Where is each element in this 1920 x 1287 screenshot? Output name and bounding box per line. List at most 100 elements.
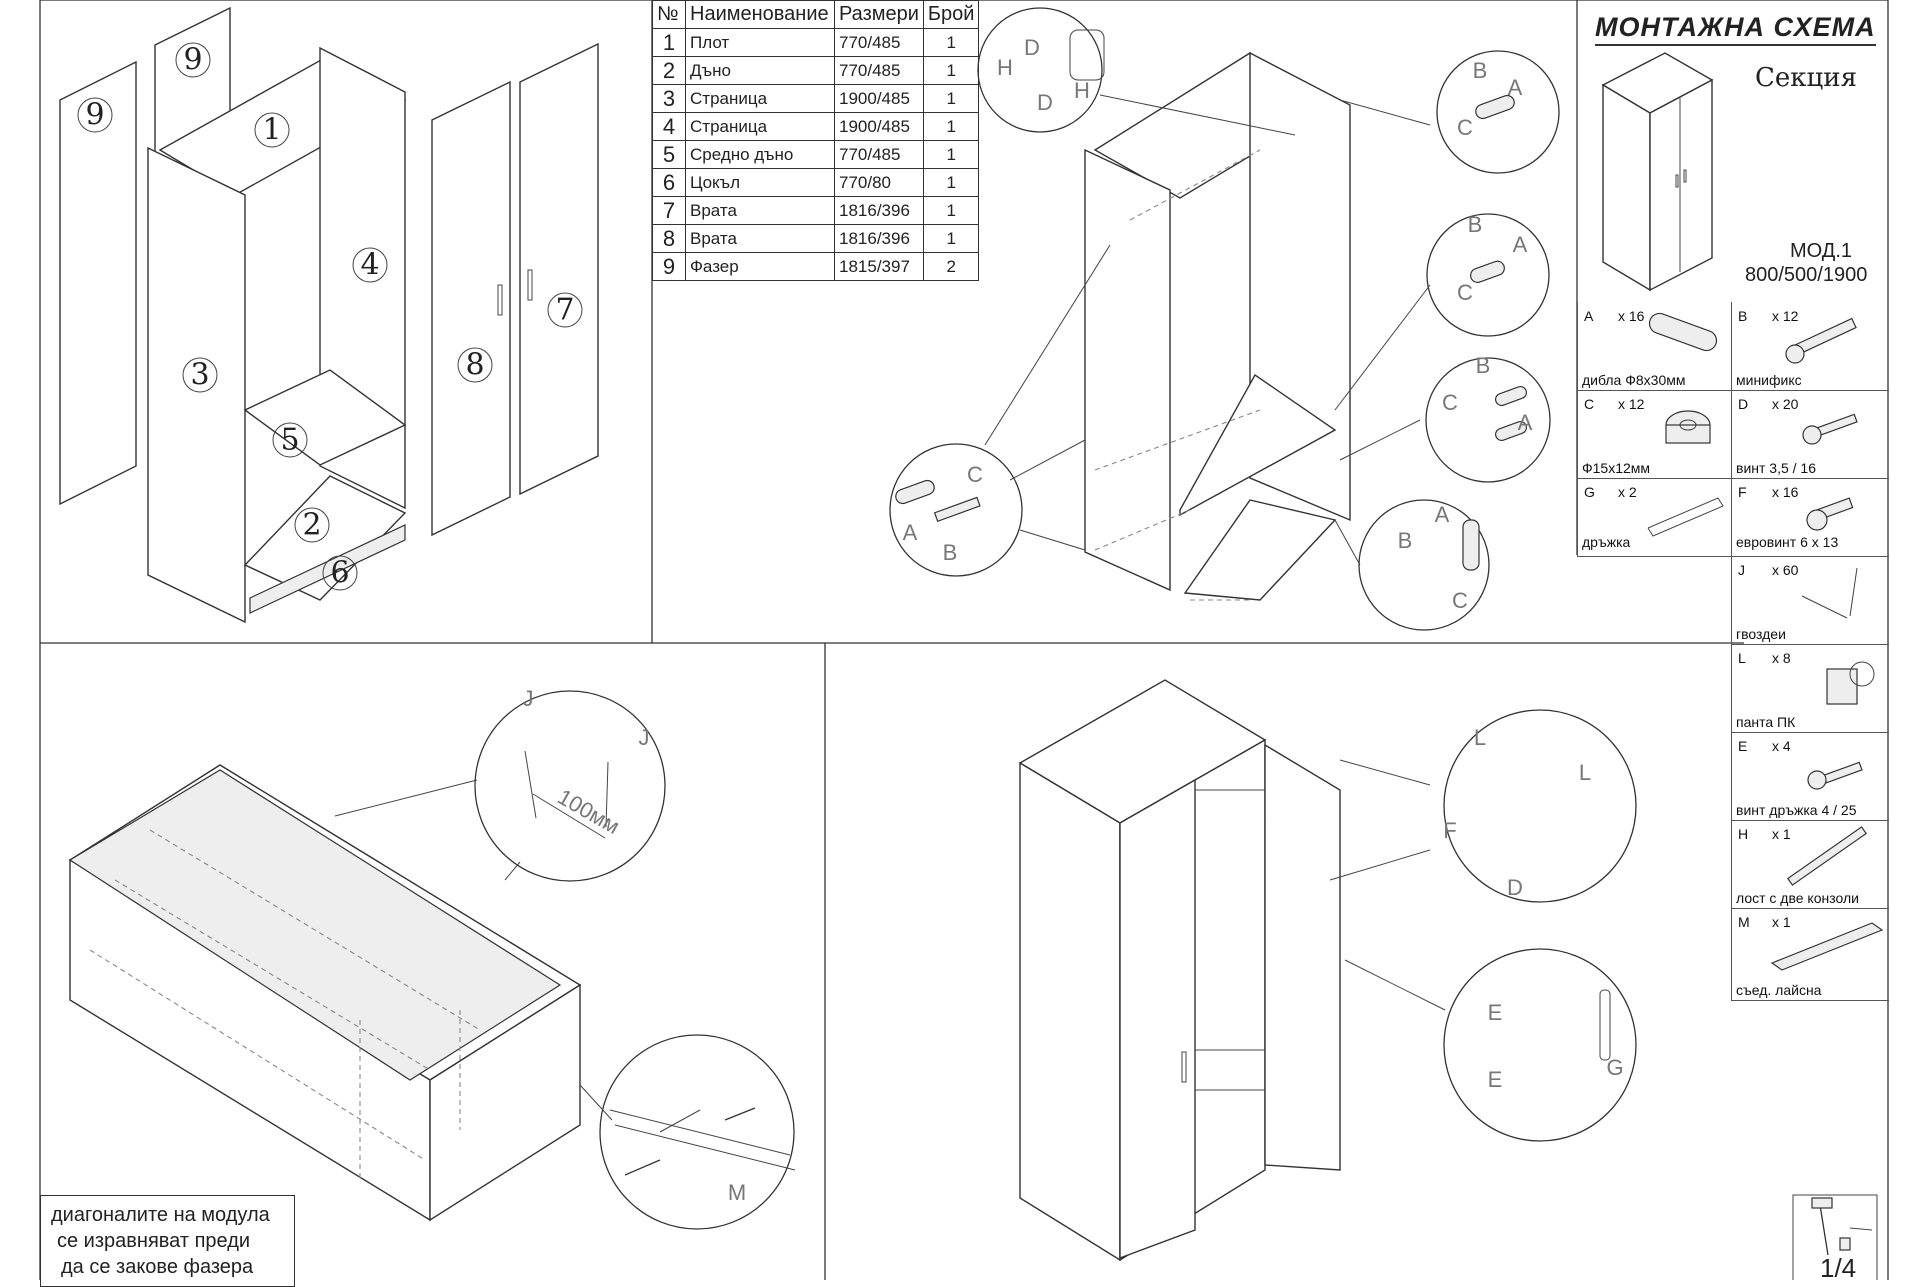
hardware-item-A: A x 16 дибла Ф8x30мм — [1577, 302, 1732, 391]
hardware-item-F: F x 16 евровинт 6 x 13 — [1731, 478, 1889, 557]
carcass-left-side — [1084, 148, 1171, 592]
wardrobe-left-side — [1019, 761, 1121, 1262]
col-qty: Брой — [922, 0, 980, 29]
model-name: МОД.1 — [1790, 240, 1853, 262]
hardware-qty: x 16 — [1618, 308, 1645, 324]
row-name: Цокъл — [685, 168, 835, 197]
row-number: 9 — [652, 252, 686, 281]
hardware-code: E — [1738, 738, 1748, 754]
col-number: № — [652, 0, 686, 29]
row-size: 1816/396 — [834, 224, 924, 253]
row-size: 1900/485 — [834, 112, 924, 141]
row-qty: 1 — [922, 196, 980, 225]
row-qty: 1 — [922, 140, 980, 169]
hardware-code: H — [1738, 826, 1749, 842]
callout-G: G — [1606, 1055, 1623, 1080]
hardware-name: дръжка — [1582, 534, 1631, 550]
row-name: Дъно — [685, 56, 835, 85]
hardware-qty: x 12 — [1772, 308, 1799, 324]
carcass-shelf — [1179, 373, 1337, 517]
exploded-view — [59, 6, 599, 624]
part-label-5: 5 — [280, 423, 299, 458]
cam-lock-icon — [1665, 410, 1711, 444]
note-line-2: се изравняват преди — [57, 1230, 251, 1252]
note-line-1: диагоналите на модула — [51, 1204, 270, 1226]
carcass-assembly: D H H D B A C B A C B A C A B C C A B — [889, 7, 1560, 631]
hardware-name: Ф15x12мм — [1582, 460, 1651, 476]
row-number: 6 — [652, 168, 686, 197]
row-size: 770/485 — [834, 28, 924, 57]
handle-icon — [1647, 497, 1724, 537]
hardware-item-E: E x 4 винт дръжка 4 / 25 — [1731, 732, 1889, 821]
side-panel-3 — [147, 146, 246, 624]
hardware-name: евровинт 6 x 13 — [1736, 534, 1839, 550]
row-qty: 1 — [922, 84, 980, 113]
callout-H-1: H — [997, 55, 1013, 80]
open-door-right — [1264, 743, 1341, 1171]
carcass-bottom — [1183, 499, 1337, 601]
page-number: 1/4 — [1820, 1253, 1857, 1283]
callout-D-2: D — [1037, 90, 1053, 115]
callout-F: F — [1443, 818, 1456, 843]
row-number: 5 — [652, 140, 686, 169]
col-size: Размери — [834, 0, 924, 29]
hardware-qty: x 1 — [1772, 826, 1791, 842]
door-installation-view: L L F D E E G — [1018, 679, 1637, 1262]
hardware-code: F — [1738, 484, 1747, 500]
callout-B-4: B — [1398, 528, 1413, 553]
callout-D-6: D — [1507, 875, 1523, 900]
row-size: 1900/485 — [834, 84, 924, 113]
hardware-item-G: G x 2 дръжка — [1577, 478, 1732, 557]
row-name: Страница — [685, 112, 835, 141]
hardware-qty: x 2 — [1618, 484, 1637, 500]
detail-circle-handle — [1443, 948, 1637, 1142]
row-size: 1816/396 — [834, 196, 924, 225]
callout-B-3: B — [1476, 353, 1491, 378]
row-qty: 1 — [922, 28, 980, 57]
minifix-bolt-icon — [1785, 317, 1857, 364]
hardware-item-L: L x 8 панта ПК — [1731, 644, 1889, 733]
page-title: МОНТАЖНА СХЕМА — [1595, 12, 1876, 46]
part-label-8: 8 — [465, 348, 484, 383]
row-name: Страница — [685, 84, 835, 113]
part-label-9a: 9 — [183, 43, 202, 78]
hardware-code: J — [1738, 562, 1745, 578]
row-number: 3 — [652, 84, 686, 113]
row-qty: 1 — [922, 112, 980, 141]
detail-circle-nail-spacing — [474, 690, 666, 882]
hardware-name: гвоздеи — [1736, 626, 1786, 642]
hardware-item-C: C x 12 Ф15x12мм — [1577, 390, 1732, 479]
joining-strip-icon — [1770, 922, 1884, 971]
hanging-rod-icon — [1787, 826, 1867, 886]
row-size: 1815/397 — [834, 252, 924, 281]
callout-J-2: J — [639, 725, 650, 750]
row-number: 2 — [652, 56, 686, 85]
hardware-qty: x 8 — [1772, 650, 1791, 666]
back-panel-on-top — [68, 769, 562, 1081]
hardware-code: A — [1584, 308, 1594, 324]
part-label-6: 6 — [330, 556, 349, 591]
row-number: 4 — [652, 112, 686, 141]
row-qty: 1 — [922, 56, 980, 85]
hardware-code: D — [1738, 396, 1749, 412]
door-8 — [431, 80, 511, 537]
hardware-name: съед. лайсна — [1736, 982, 1822, 998]
hardware-code: M — [1738, 914, 1750, 930]
callout-A-4: A — [1435, 502, 1450, 527]
screw-icon — [1802, 413, 1858, 445]
part-label-1: 1 — [262, 113, 281, 148]
hardware-name: панта ПК — [1736, 714, 1796, 730]
hardware-name: винт дръжка 4 / 25 — [1736, 802, 1857, 818]
callout-H-2: H — [1074, 78, 1090, 103]
row-number: 7 — [652, 196, 686, 225]
callout-J-1: J — [523, 686, 534, 711]
door-7 — [519, 42, 599, 496]
row-name: Средно дъно — [685, 140, 835, 169]
page-subtitle: Секция — [1755, 63, 1857, 93]
note-line-3: да се закове фазера — [61, 1256, 254, 1278]
